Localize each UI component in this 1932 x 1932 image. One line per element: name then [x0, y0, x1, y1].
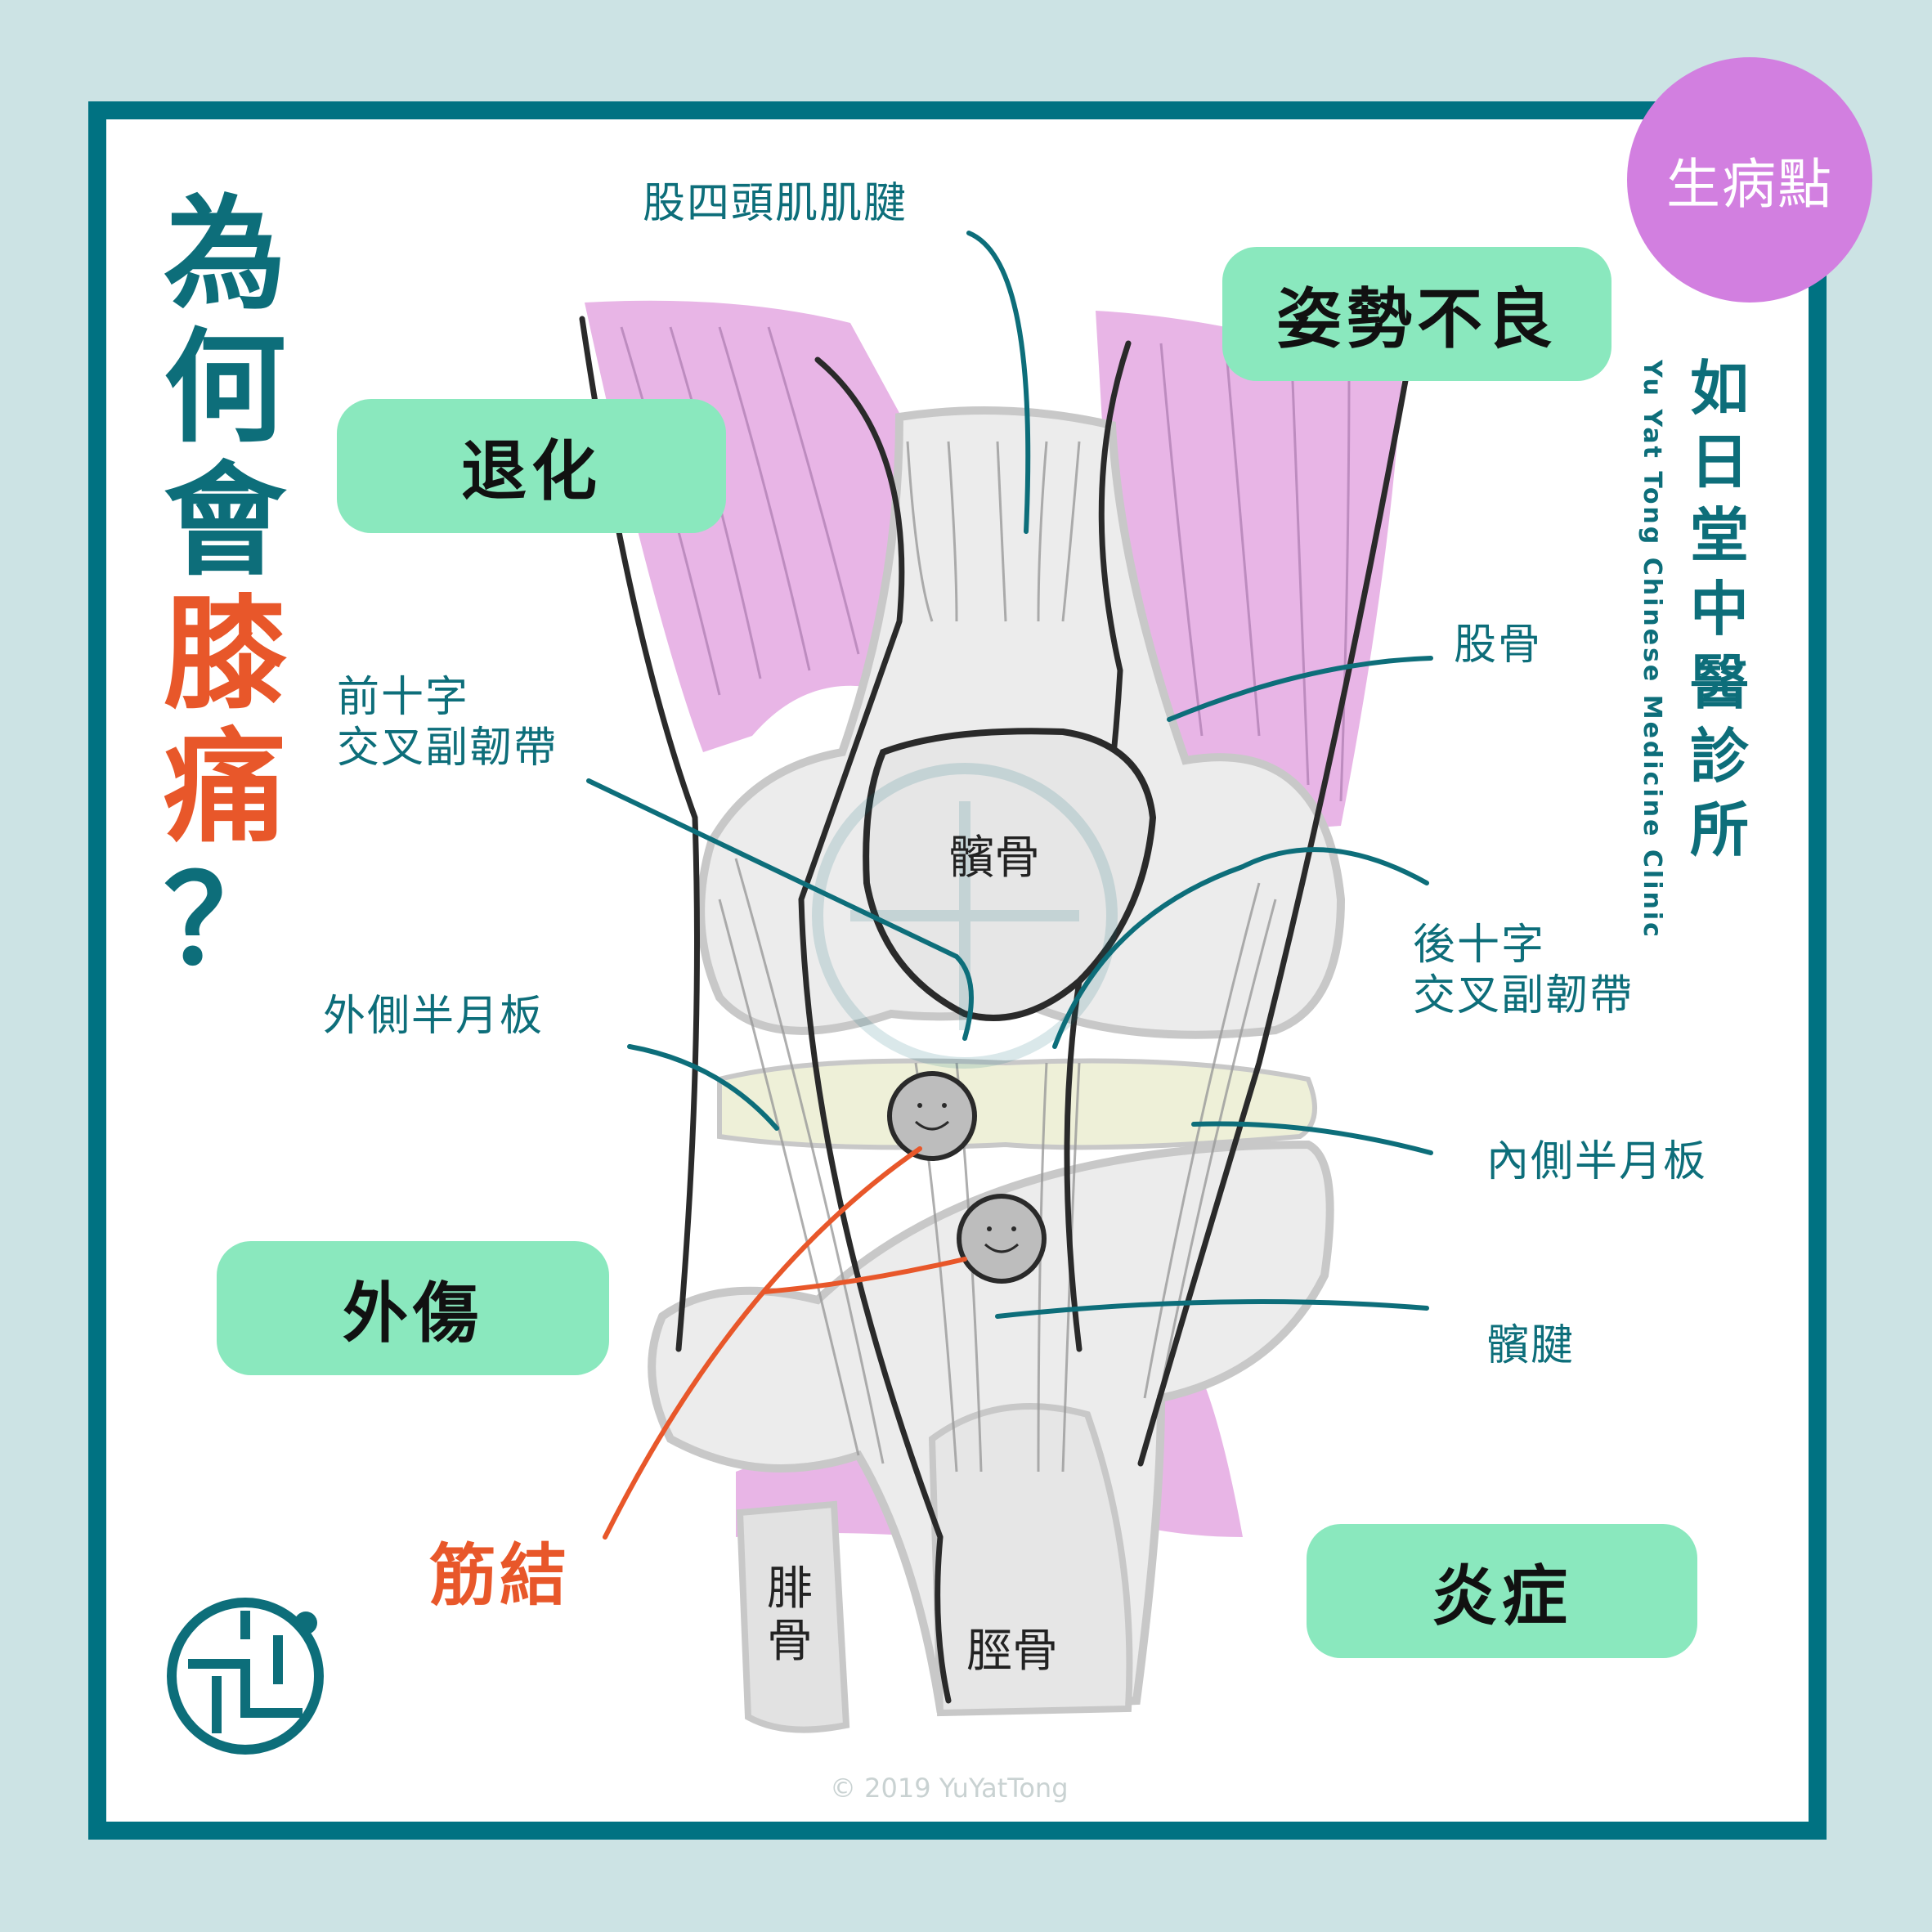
watermark-logo-icon — [812, 763, 1118, 1069]
clinic-char: 診 — [1689, 722, 1749, 791]
leader-knot-upper — [603, 1146, 922, 1540]
leader-pcl — [1052, 847, 1429, 1049]
label-quadriceps-tendon: 股四頭肌肌腱 — [643, 179, 908, 228]
tag-inflammation: 炎症 — [1307, 1524, 1697, 1658]
title-char: ？ — [163, 849, 286, 993]
femur-bone — [697, 406, 1346, 1039]
category-badge: 生病點 — [1627, 57, 1872, 303]
label-fibula: 腓 骨 — [767, 1562, 813, 1668]
title-char: 膝 — [163, 582, 286, 726]
leader-knot-lower — [762, 1257, 967, 1294]
clinic-char: 日 — [1689, 428, 1749, 496]
knot-upper-icon — [887, 1071, 977, 1161]
leader-lateral-meniscus — [627, 1044, 779, 1131]
title-char: 會 — [163, 449, 286, 593]
label-pcl: 後十字 交叉副韌帶 — [1413, 921, 1634, 1020]
leader-femur — [1167, 656, 1433, 722]
fibula-bone — [736, 1500, 850, 1733]
knot-lower-icon — [957, 1194, 1047, 1284]
title-char: 為 — [163, 182, 286, 326]
clinic-name-english: Yu Yat Tong Chinese Medicine Clinic — [1638, 360, 1666, 939]
label-acl: 前十字 交叉副韌帶 — [337, 673, 558, 773]
label-patella: 髕骨 — [948, 832, 1040, 885]
label-femur: 股骨 — [1454, 621, 1543, 670]
left-contour-inner — [798, 356, 944, 1540]
yuyattong-logo-icon — [167, 1598, 324, 1755]
tibia-shaft — [928, 1403, 1133, 1717]
lower-contour-left — [935, 1534, 952, 1704]
clinic-char: 如 — [1689, 354, 1749, 423]
clinic-char: 所 — [1689, 796, 1749, 864]
label-medial-meniscus: 內側半月板 — [1486, 1137, 1708, 1186]
main-title: 為 何 會 膝 痛 ？ — [159, 188, 290, 988]
label-lateral-meniscus: 外側半月板 — [323, 992, 545, 1041]
clinic-char: 堂 — [1689, 501, 1749, 570]
right-contour-outer — [1137, 373, 1410, 1467]
leader-acl — [586, 778, 974, 1041]
title-char: 痛 — [163, 715, 286, 859]
clinic-char: 醫 — [1689, 648, 1749, 717]
leader-quad-tendon — [966, 231, 1031, 534]
quadriceps-right-muscle — [1096, 311, 1402, 827]
leader-medial-meniscus — [1191, 1121, 1433, 1155]
tag-poor-posture: 姿勢不良 — [1222, 247, 1611, 381]
clinic-char: 中 — [1689, 575, 1749, 643]
label-muscle-knot: 筋結 — [429, 1536, 571, 1615]
leader-patellar-tendon — [995, 1299, 1429, 1319]
tag-degeneration: 退化 — [337, 399, 726, 533]
label-patellar-tendon: 髕腱 — [1486, 1321, 1576, 1370]
label-tibia: 脛骨 — [966, 1625, 1058, 1678]
title-char: 何 — [163, 316, 286, 459]
tag-injury: 外傷 — [217, 1241, 609, 1375]
clinic-name-chinese: 如 日 堂 中 醫 診 所 — [1683, 352, 1756, 867]
copyright-text: © 2019 YuYatTong — [830, 1773, 1069, 1804]
